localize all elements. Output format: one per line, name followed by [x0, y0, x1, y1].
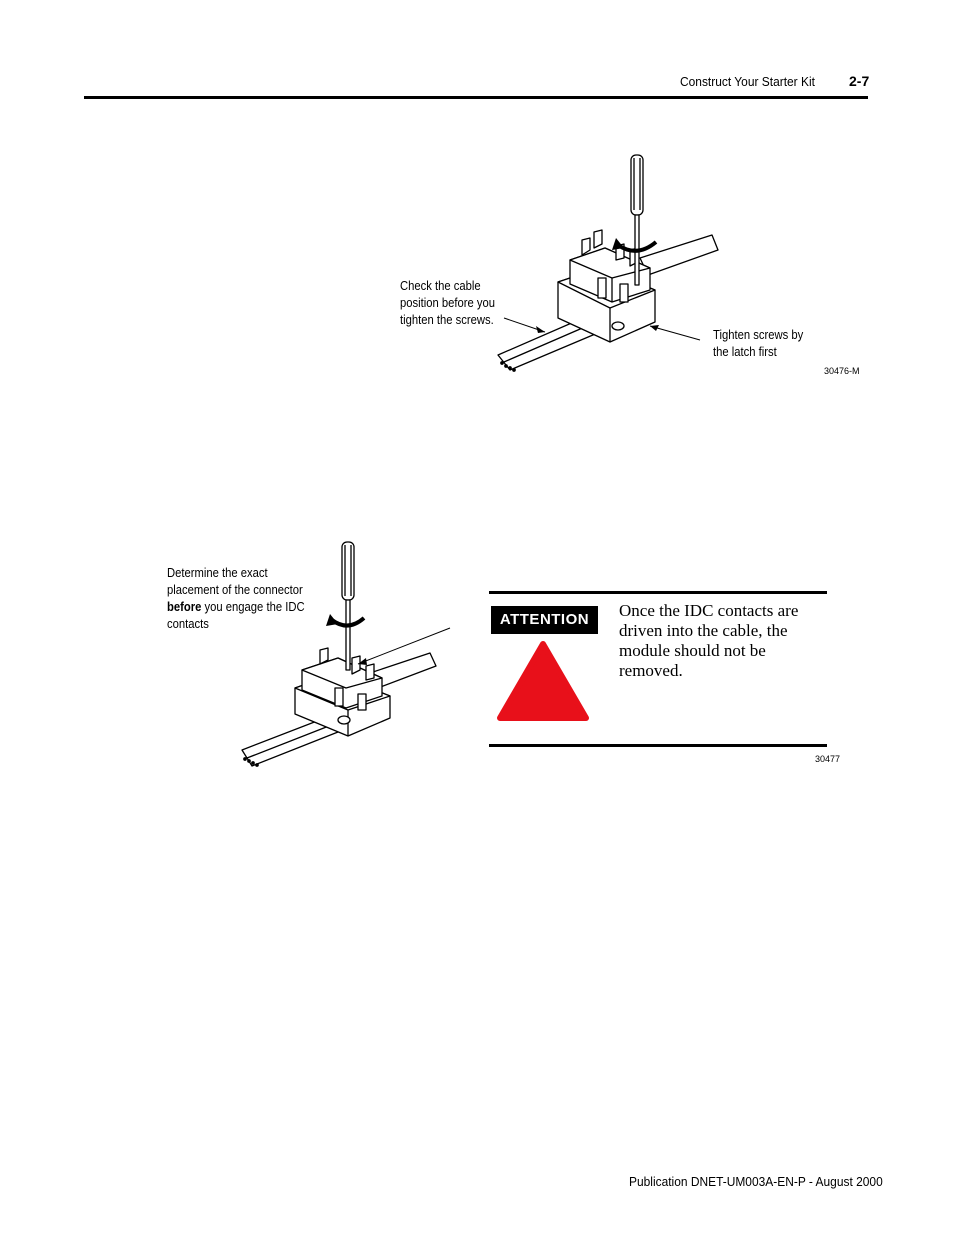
warning-triangle-icon — [497, 641, 589, 721]
callout-line: position before you — [400, 296, 496, 310]
callout-line: before you engage the IDC — [167, 599, 305, 616]
callout-line: the latch first — [713, 345, 777, 359]
callout-line: tighten the screws. — [400, 313, 494, 327]
page-number: 2-7 — [849, 73, 870, 89]
attention-message: Once the IDC contacts are driven into th… — [619, 601, 799, 680]
emphasis-before: before — [167, 600, 202, 614]
callout-line: placement of the connector — [167, 583, 303, 597]
figure-connector-tighten-illustration — [497, 154, 719, 372]
callout-line: contacts — [167, 617, 209, 631]
callout-determine-placement: Determine the exact placement of the con… — [167, 565, 305, 633]
figure-connector-engage-illustration — [241, 541, 451, 767]
attention-badge: ATTENTION — [491, 606, 598, 634]
attention-top-rule — [489, 591, 827, 594]
running-header-title: Construct Your Starter Kit — [680, 74, 815, 89]
figure-id-30477: 30477 — [815, 754, 841, 764]
publication-footer: Publication DNET-UM003A-EN-P - August 20… — [629, 1174, 883, 1189]
callout-line: Check the cable — [400, 279, 481, 293]
header-rule — [84, 96, 868, 99]
callout-line-rest: you engage the IDC — [201, 600, 305, 614]
callout-tighten-latch: Tighten screws by the latch first — [713, 327, 803, 361]
attention-bottom-rule — [489, 744, 827, 747]
callout-line: Determine the exact — [167, 566, 268, 580]
callout-line: Tighten screws by — [713, 328, 804, 342]
callout-check-cable: Check the cable position before you tigh… — [400, 278, 495, 329]
figure-id-30476: 30476-M — [824, 366, 860, 376]
